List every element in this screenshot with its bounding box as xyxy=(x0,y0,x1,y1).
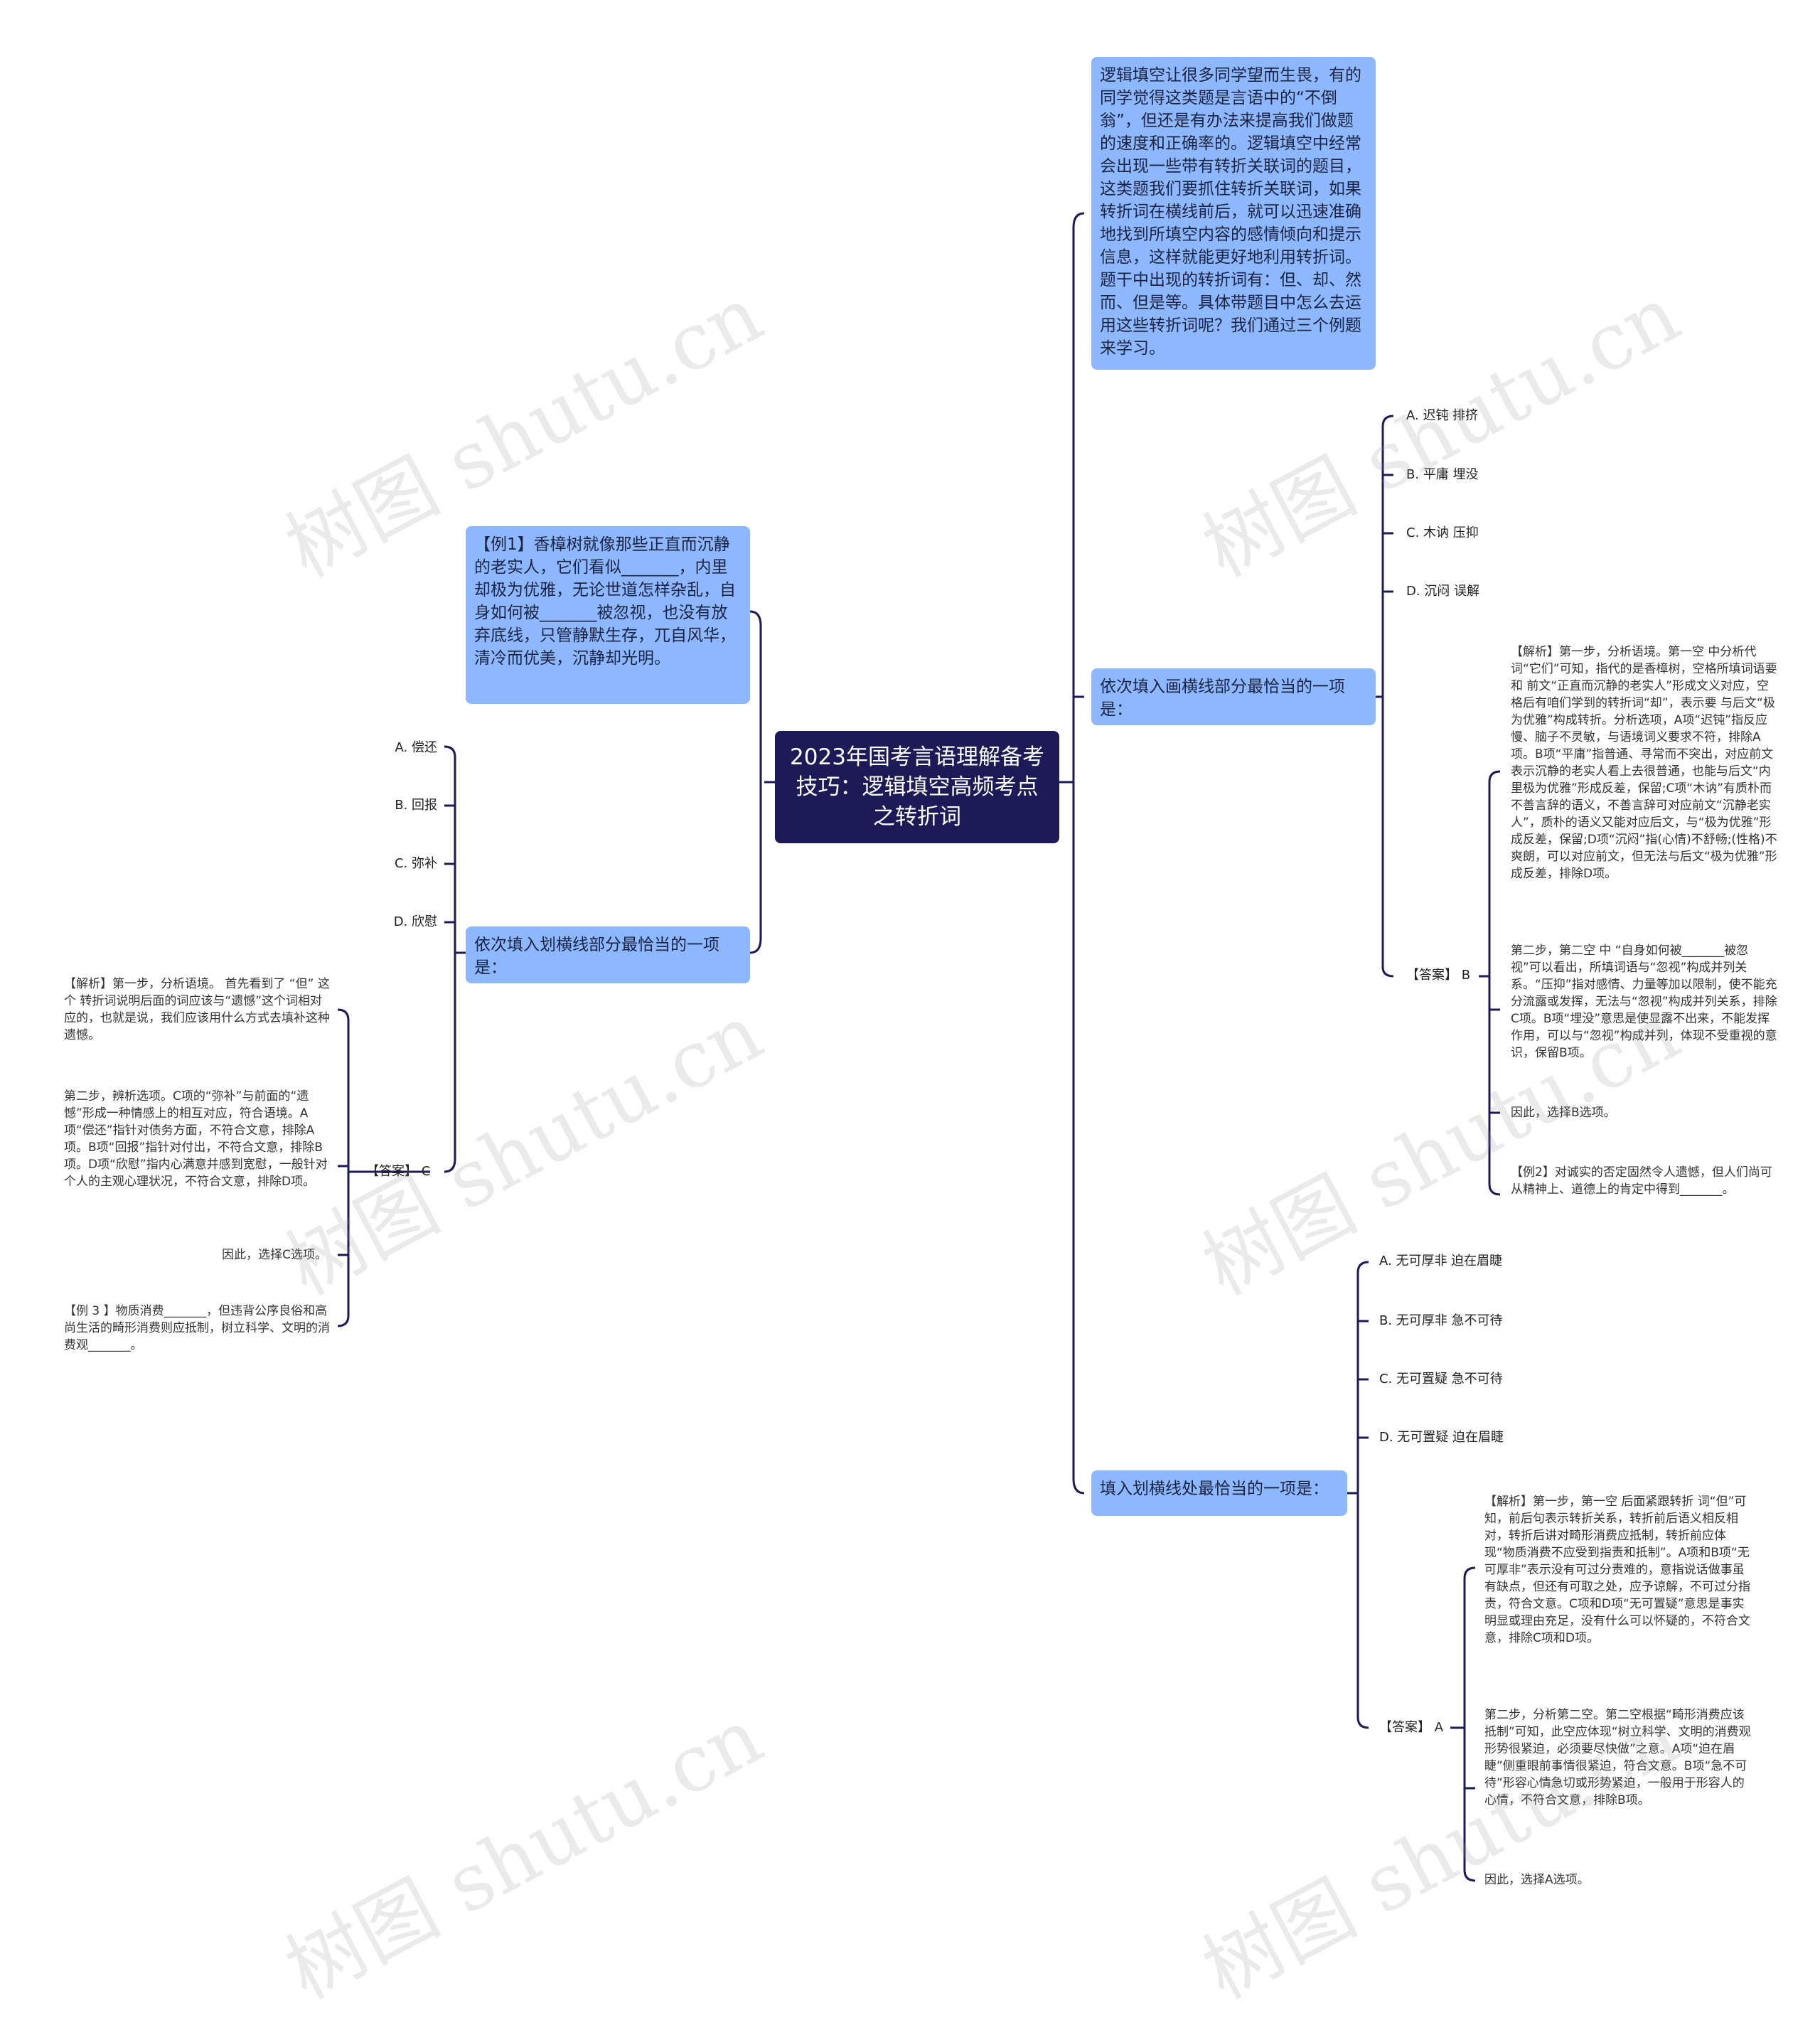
q3-prompt-box[interactable]: 填入划横线处最恰当的一项是： xyxy=(1091,1470,1347,1516)
q3-note-analysis-2: 第二步，分析第二空。第二空根据“畸形消费应该抵制”可知，此空应体现“树立科学、文… xyxy=(1484,1708,1751,1807)
q1-note-analysis-1: 【解析】第一步，分析语境。 首先看到了 “但” 这个 转折词说明后面的词应该与“… xyxy=(64,977,330,1042)
q1-prompt-box[interactable]: 依次填入划横线部分最恰当的一项是： xyxy=(466,926,750,983)
central-topic[interactable]: 2023年国考言语理解备考技巧：逻辑填空高频考点之转折词 xyxy=(775,731,1059,843)
q1-note-analysis-2: 第二步，辨析选项。C项的“弥补”与前面的“遗憾”形成一种情感上的相互对应，符合语… xyxy=(64,1089,328,1189)
q3-option-d[interactable]: D. 无可置疑 迫在眉睫 xyxy=(1379,1430,1504,1445)
q1-option-c[interactable]: C. 弥补 xyxy=(394,856,437,871)
q2-answer[interactable]: 【答案】 B xyxy=(1406,968,1471,983)
q1-option-b[interactable]: B. 回报 xyxy=(395,798,437,813)
q1-answer[interactable]: 【答案】 C xyxy=(366,1164,431,1179)
q3-option-c[interactable]: C. 无可置疑 急不可待 xyxy=(1379,1372,1503,1386)
q1-note-example3: 【例 3 】物质消费_______，但违背公序良俗和高尚生活的畸形消费则应抵制，… xyxy=(64,1304,330,1352)
q3-option-a[interactable]: A. 无可厚非 迫在眉睫 xyxy=(1379,1254,1503,1268)
q2-note-conclusion: 因此，选择B选项。 xyxy=(1511,1106,1616,1120)
q2-option-b[interactable]: B. 平庸 埋没 xyxy=(1406,467,1479,482)
q2-option-d[interactable]: D. 沉闷 误解 xyxy=(1406,584,1480,599)
q2-note-example2: 【例2】对诚实的否定固然令人遗憾，但人们尚可从精神上、道德上的肯定中得到____… xyxy=(1511,1165,1772,1197)
example1-box[interactable]: 【例1】香樟树就像那些正直而沉静的老实人，它们看似_______，内里却极为优雅… xyxy=(466,526,750,704)
q1-option-a[interactable]: A. 偿还 xyxy=(395,740,437,755)
q3-answer[interactable]: 【答案】 A xyxy=(1379,1720,1444,1735)
connector-lines xyxy=(337,212,1501,1882)
q2-note-analysis-2: 第二步，第二空 中 “自身如何被_______被忽视”可以看出，所填词语与“忽视… xyxy=(1511,944,1777,1060)
q1-option-d[interactable]: D. 欣慰 xyxy=(393,914,437,929)
q2-option-c[interactable]: C. 木讷 压抑 xyxy=(1406,525,1479,540)
q3-note-conclusion: 因此，选择A选项。 xyxy=(1484,1873,1590,1887)
q1-note-conclusion: 因此，选择C选项。 xyxy=(222,1248,327,1262)
intro-box[interactable]: 逻辑填空让很多同学望而生畏，有的同学觉得这类题是言语中的“不倒翁”，但还是有办法… xyxy=(1091,57,1376,370)
q2-note-analysis-1: 【解析】第一步，分析语境。第一空 中分析代词“它们”可知，指代的是香樟树，空格所… xyxy=(1511,645,1777,881)
q3-note-analysis-1: 【解析】第一步，第一空 后面紧跟转折 词“但”可知，前后句表示转折关系，转折前后… xyxy=(1484,1495,1750,1645)
q3-option-b[interactable]: B. 无可厚非 急不可待 xyxy=(1379,1313,1503,1328)
q2-prompt-box[interactable]: 依次填入画横线部分最恰当的一项是： xyxy=(1091,668,1376,725)
q2-option-a[interactable]: A. 迟钝 排挤 xyxy=(1406,408,1479,423)
